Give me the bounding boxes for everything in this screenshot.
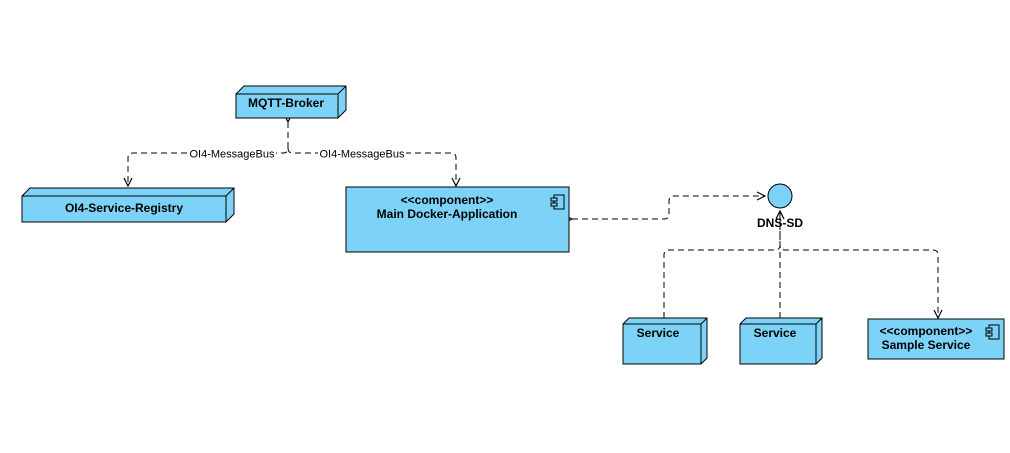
interface-label-dns-sd: DNS-SD — [757, 216, 803, 230]
stereotype-main-app: <<component>> — [401, 193, 494, 207]
stereotype-sample-service: <<component>> — [880, 324, 973, 338]
edge-label-bus-main: OI4-MessageBus — [320, 149, 405, 161]
node-label-service-1: Service — [637, 326, 680, 340]
node-oi4-service-registry[interactable]: OI4-Service-Registry — [21, 187, 235, 223]
edge-dnssd-sample — [779, 211, 938, 318]
edge-broker-main — [287, 147, 456, 186]
node-mqtt-broker[interactable]: MQTT-Broker — [235, 85, 347, 119]
node-label-registry: OI4-Service-Registry — [65, 201, 183, 215]
edge-label-bus-registry: OI4-MessageBus — [190, 149, 275, 161]
node-service-1[interactable]: Service — [622, 317, 708, 365]
node-label-service-2: Service — [754, 326, 797, 340]
node-label-mqtt-broker: MQTT-Broker — [248, 96, 324, 110]
component-sample-service[interactable]: <<component>> Sample Service — [867, 318, 1005, 360]
interface-dns-sd[interactable]: DNS-SD — [757, 183, 803, 230]
edge-broker-registry — [128, 122, 288, 186]
component-icon — [985, 324, 1000, 340]
component-icon — [550, 194, 565, 210]
node-label-sample-service: Sample Service — [882, 338, 971, 352]
node-service-2[interactable]: Service — [739, 317, 823, 365]
edge-main-dnssd — [572, 196, 765, 219]
component-main-docker-application[interactable]: <<component>> Main Docker-Application — [345, 186, 570, 253]
node-label-main-app: Main Docker-Application — [377, 207, 518, 221]
